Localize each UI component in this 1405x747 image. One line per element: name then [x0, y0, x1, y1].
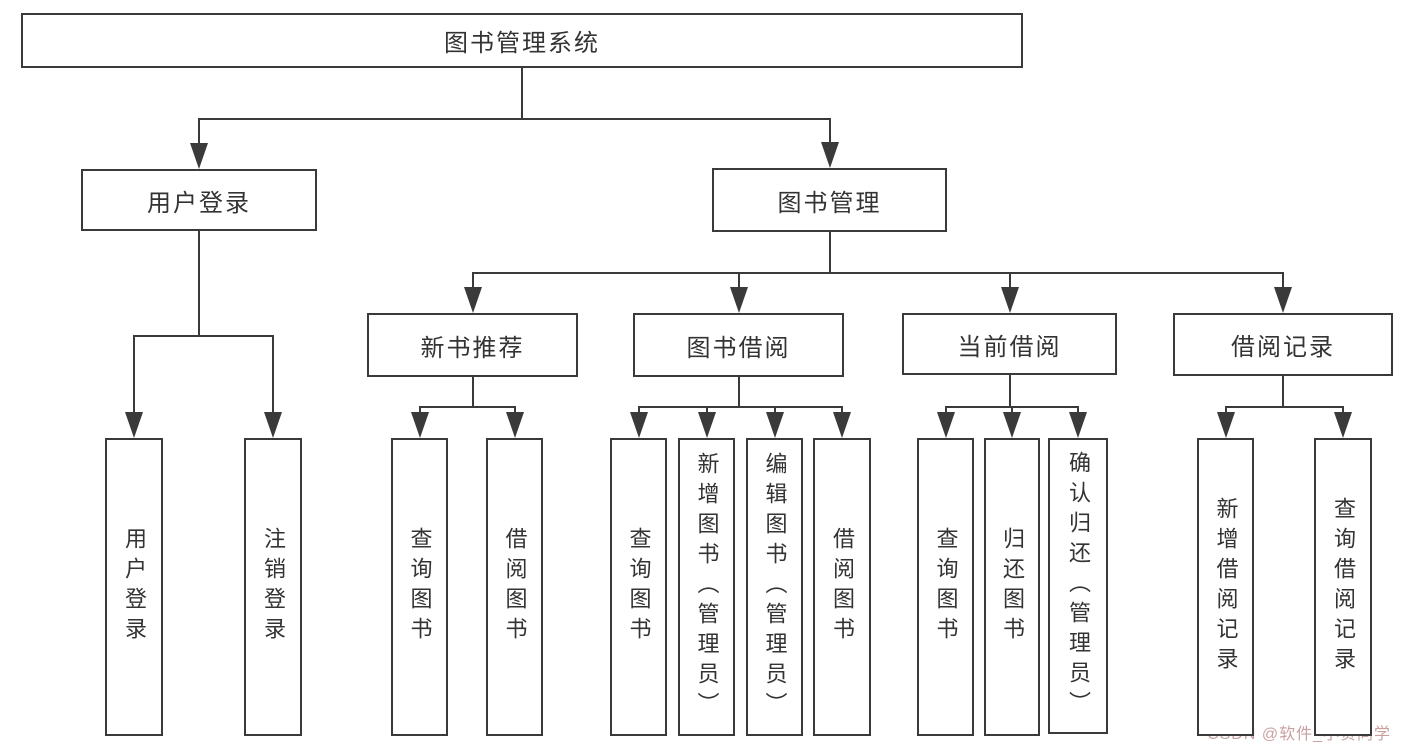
connector-drop-leaf-user-login [133, 335, 135, 414]
connector-bar-new-book-rec [418, 406, 516, 408]
arrow-into-new-book-rec [463, 287, 482, 313]
connector-bar-book-borrow [637, 406, 843, 408]
connector-drop-leaf-logout [272, 335, 274, 414]
connector-drop-user-login [198, 118, 200, 145]
node-current-borrow: 当前借阅 [902, 313, 1117, 375]
node-leaf-borrow-books-1: 借阅图书 [486, 438, 543, 736]
arrow-into-leaf-return-book [1003, 412, 1021, 438]
connector-drop-leaf-add-book [705, 406, 708, 414]
arrow-into-leaf-logout [264, 412, 282, 438]
node-new-book-rec: 新书推荐 [367, 313, 578, 377]
node-leaf-query-borrow-record: 查询借阅记录 [1314, 438, 1372, 736]
arrow-into-leaf-confirm-return [1069, 412, 1087, 438]
connector-drop-leaf-query-books-2 [637, 406, 640, 414]
node-leaf-query-books-3: 查询图书 [917, 438, 974, 736]
node-user-login: 用户登录 [81, 169, 317, 231]
connector-stem-current-borrow [1008, 375, 1011, 408]
connector-drop-book-borrow [737, 272, 740, 289]
connector-bar-root [198, 118, 831, 120]
connector-drop-leaf-borrow-books-1 [513, 406, 516, 414]
node-leaf-borrow-books-2: 借阅图书 [813, 438, 871, 736]
arrow-into-leaf-add-borrow-record [1216, 412, 1235, 438]
connector-drop-leaf-query-books-1 [418, 406, 421, 414]
connector-bar-user-login [133, 335, 274, 337]
connector-drop-new-book-rec [471, 272, 474, 289]
arrow-into-leaf-add-book [697, 412, 716, 438]
arrow-into-leaf-edit-book [765, 412, 784, 438]
connector-drop-leaf-query-books-3 [944, 406, 947, 414]
arrow-into-borrow-records [1274, 287, 1292, 313]
node-book-mgmt: 图书管理 [712, 168, 947, 232]
arrow-into-leaf-query-books-2 [629, 412, 648, 438]
connector-drop-leaf-borrow-books-2 [841, 406, 843, 414]
connector-bar-book-mgmt [471, 272, 1284, 274]
connector-drop-leaf-add-borrow-record [1224, 406, 1227, 414]
node-leaf-confirm-return: 确认归还（管理员） [1048, 438, 1108, 734]
arrow-into-leaf-borrow-books-2 [833, 412, 851, 438]
arrow-into-leaf-query-books-3 [936, 412, 955, 438]
arrow-into-leaf-query-borrow-record [1334, 412, 1352, 438]
connector-stem-borrow-records [1282, 376, 1284, 408]
node-leaf-add-borrow-record: 新增借阅记录 [1197, 438, 1254, 736]
connector-drop-leaf-confirm-return [1077, 406, 1079, 414]
node-leaf-user-login: 用户登录 [105, 438, 163, 736]
arrow-into-book-mgmt [820, 142, 839, 168]
connector-stem-book-mgmt [828, 232, 831, 274]
arrow-into-book-borrow [729, 287, 748, 313]
node-book-borrow: 图书借阅 [633, 313, 844, 377]
node-leaf-query-books-1: 查询图书 [391, 438, 448, 736]
connector-drop-leaf-edit-book [773, 406, 776, 414]
arrow-into-leaf-query-books-1 [410, 412, 429, 438]
node-leaf-logout: 注销登录 [244, 438, 302, 736]
connector-stem-root [521, 68, 523, 120]
node-leaf-query-books-2: 查询图书 [610, 438, 667, 736]
connector-drop-borrow-records [1282, 272, 1284, 289]
arrow-into-leaf-user-login [125, 412, 143, 438]
connector-drop-leaf-query-borrow-record [1342, 406, 1344, 414]
node-root: 图书管理系统 [21, 13, 1023, 68]
connector-stem-book-borrow [737, 377, 740, 408]
arrow-into-leaf-borrow-books-1 [505, 412, 524, 438]
connector-bar-borrow-records [1224, 406, 1344, 408]
node-leaf-add-book: 新增图书（管理员） [678, 438, 735, 736]
arrow-into-user-login [190, 143, 208, 169]
connector-stem-new-book-rec [471, 377, 474, 408]
connector-drop-book-mgmt [828, 118, 831, 144]
node-borrow-records: 借阅记录 [1173, 313, 1393, 376]
node-leaf-edit-book: 编辑图书（管理员） [746, 438, 803, 736]
connector-drop-current-borrow [1008, 272, 1011, 289]
arrow-into-current-borrow [1000, 287, 1019, 313]
connector-stem-user-login [198, 231, 200, 337]
node-leaf-return-book: 归还图书 [984, 438, 1040, 736]
connector-drop-leaf-return-book [1011, 406, 1013, 414]
